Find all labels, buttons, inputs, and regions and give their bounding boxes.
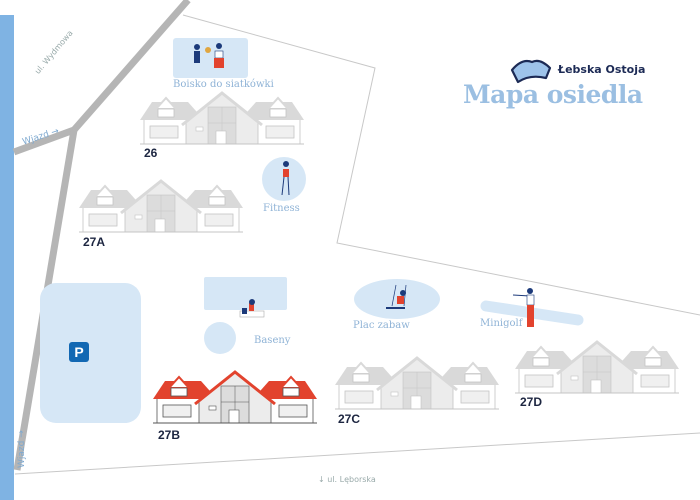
fitness-figure-icon: [281, 161, 290, 196]
parking-icon: P: [69, 342, 89, 362]
pool-large: [204, 277, 287, 310]
plot-boundary: [182, 14, 700, 316]
building-label-27c[interactable]: 27C: [338, 412, 361, 426]
pool-small: [204, 322, 236, 354]
page-title: Mapa osiedla: [463, 80, 643, 109]
parking-area: [40, 283, 141, 423]
building-27c[interactable]: [335, 356, 499, 410]
brand-name: Łebska Ostoja: [558, 63, 646, 76]
building-26[interactable]: [140, 91, 304, 145]
building-27a[interactable]: [79, 179, 243, 233]
swimmers-icon: [239, 299, 265, 318]
building-label-26[interactable]: 26: [144, 146, 158, 160]
label-fitness: Fitness: [263, 203, 300, 214]
brand-logo-icon: [510, 59, 552, 84]
label-volleyball: Boisko do siatkówki: [173, 79, 274, 90]
label-minigolf: Minigolf: [480, 318, 523, 329]
golfer-icon: [512, 288, 535, 327]
road-label-leborska: ↓ ul. Lęborska: [318, 475, 376, 484]
road-wydmowa: [71, 0, 191, 133]
volleyball-players-icon: [194, 43, 224, 68]
building-27d[interactable]: [515, 340, 679, 394]
volleyball-court: [173, 38, 248, 78]
label-pools: Baseny: [254, 335, 291, 346]
plot-boundary-south: [14, 432, 700, 475]
building-27b[interactable]: [153, 370, 317, 424]
entry-label-bottom: Wjazd →: [17, 430, 27, 468]
road-entry: [12, 126, 76, 156]
building-label-27d[interactable]: 27D: [520, 395, 543, 409]
building-label-27b[interactable]: 27B: [158, 428, 181, 442]
river: [0, 15, 14, 500]
swing-child-icon: [386, 284, 407, 309]
label-playground: Plac zabaw: [353, 320, 410, 331]
building-label-27a[interactable]: 27A: [83, 235, 106, 249]
